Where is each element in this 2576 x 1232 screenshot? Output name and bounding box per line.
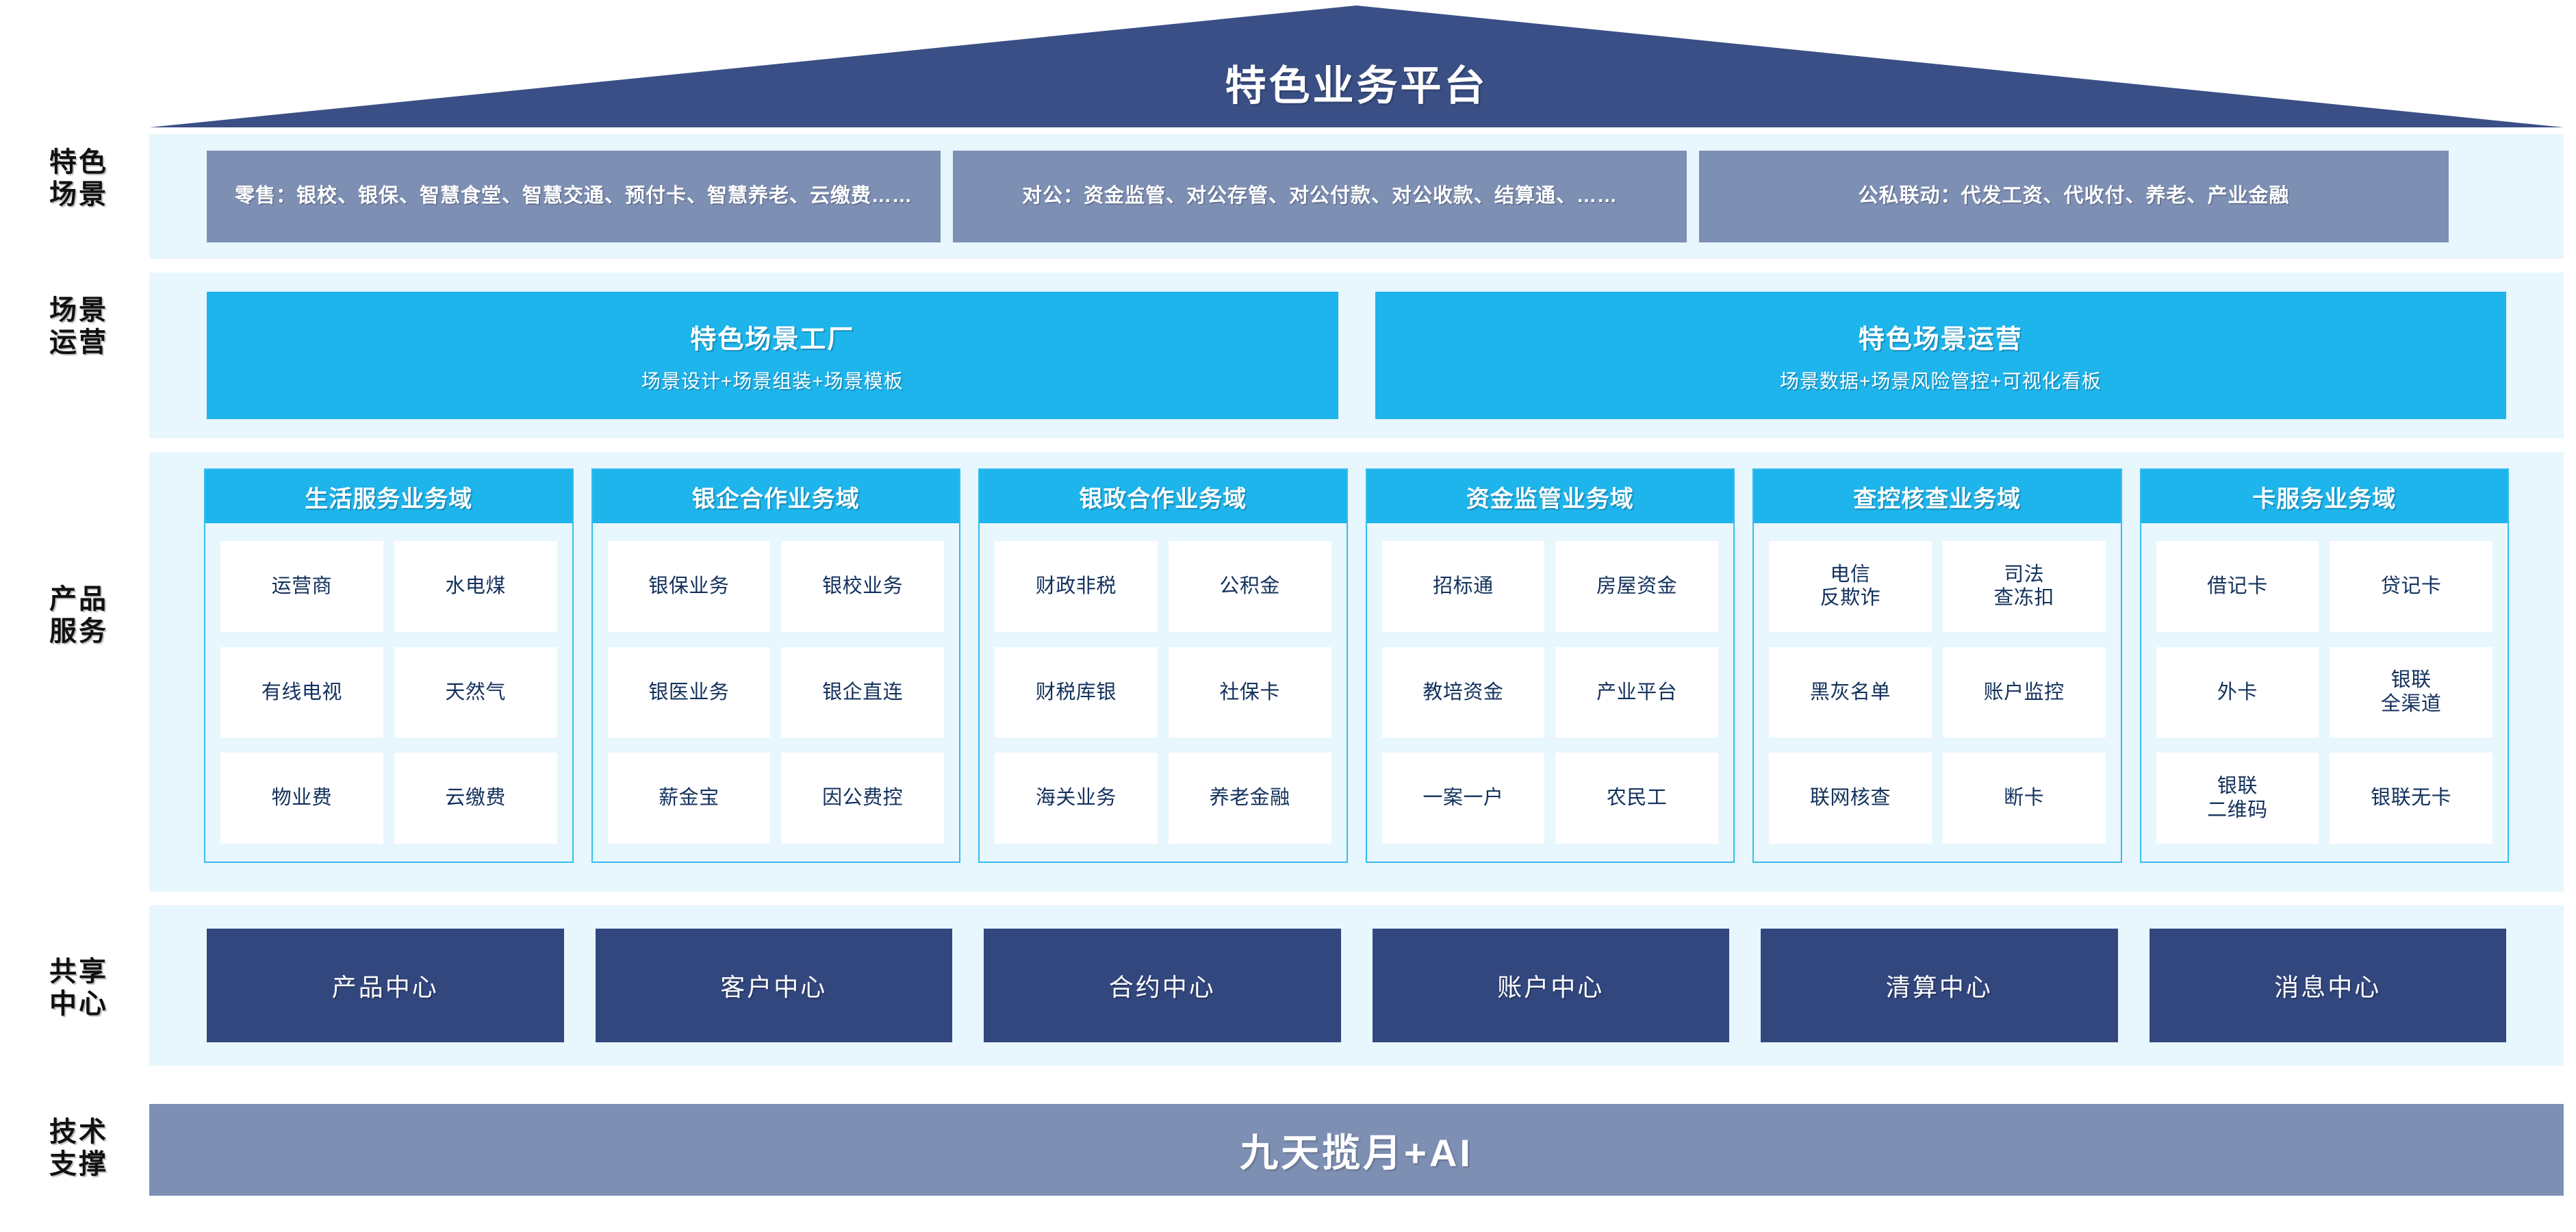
- platform-roof-banner: 特色业务平台: [149, 5, 2564, 127]
- domain-item[interactable]: 借记卡: [2156, 541, 2319, 632]
- shared-center-customer[interactable]: 客户中心: [595, 929, 952, 1042]
- scene-pill-retail[interactable]: 零售：银校、银保、智慧食堂、智慧交通、预付卡、智慧养老、云缴费……: [207, 151, 941, 242]
- operation-box-subtitle: 场景数据+场景风险管控+可视化看板: [1779, 370, 2102, 392]
- domain-item[interactable]: 银保业务: [607, 541, 771, 632]
- domain-card-bank-enterprise[interactable]: 银企合作业务域 银保业务 银校业务 银医业务 银企直连 薪金宝 因公费控: [591, 468, 960, 863]
- domain-item[interactable]: 联网核查: [1769, 753, 1932, 844]
- operation-box-scene-factory[interactable]: 特色场景工厂 场景设计+场景组装+场景模板: [207, 292, 1338, 419]
- domain-item[interactable]: 银企直连: [781, 646, 944, 738]
- domain-item-grid: 借记卡 贷记卡 外卡 银联 全渠道 银联 二维码 银联无卡: [2141, 523, 2508, 862]
- domain-card-bank-government[interactable]: 银政合作业务域 财政非税 公积金 财税库银 社保卡 海关业务 养老金融: [978, 468, 1348, 863]
- domain-item-grid: 银保业务 银校业务 银医业务 银企直连 薪金宝 因公费控: [593, 523, 960, 862]
- domain-item[interactable]: 银联无卡: [2330, 753, 2492, 844]
- domain-card-title: 银政合作业务域: [980, 470, 1347, 523]
- domain-item[interactable]: 财税库银: [995, 646, 1158, 738]
- scene-pill-corporate[interactable]: 对公：资金监管、对公存管、对公付款、对公收款、结算通、……: [953, 151, 1687, 242]
- domain-item[interactable]: 公积金: [1168, 541, 1331, 632]
- scene-pill-row: 零售：银校、银保、智慧食堂、智慧交通、预付卡、智慧养老、云缴费…… 对公：资金监…: [149, 134, 2564, 259]
- domain-item[interactable]: 银联 二维码: [2156, 753, 2319, 844]
- domain-item[interactable]: 银联 全渠道: [2330, 646, 2492, 738]
- domain-item[interactable]: 贷记卡: [2330, 541, 2492, 632]
- domain-item[interactable]: 教培资金: [1381, 646, 1545, 738]
- domain-card-title: 生活服务业务域: [205, 470, 572, 523]
- shared-center-row: 产品中心 客户中心 合约中心 账户中心 清算中心 消息中心: [149, 905, 2564, 1066]
- page-title: 特色业务平台: [1225, 63, 1488, 109]
- domain-item[interactable]: 水电煤: [394, 541, 557, 632]
- domain-item[interactable]: 一案一户: [1381, 753, 1545, 844]
- domain-item[interactable]: 外卡: [2156, 646, 2319, 738]
- domain-item[interactable]: 银医业务: [607, 646, 771, 738]
- domain-item[interactable]: 招标通: [1381, 541, 1545, 632]
- operation-box-scene-operation[interactable]: 特色场景运营 场景数据+场景风险管控+可视化看板: [1375, 292, 2506, 419]
- domain-card-title: 查控核查业务域: [1754, 470, 2121, 523]
- row-label-share: 共享 中心: [49, 957, 108, 1020]
- domain-card-investigation-control[interactable]: 查控核查业务域 电信 反欺诈 司法 查冻扣 黑灰名单 账户监控 联网核查 断卡: [1752, 468, 2122, 863]
- domain-item[interactable]: 云缴费: [394, 753, 557, 844]
- shared-center-account[interactable]: 账户中心: [1372, 929, 1729, 1042]
- domain-item[interactable]: 电信 反欺诈: [1769, 541, 1932, 632]
- domain-item[interactable]: 财政非税: [995, 541, 1158, 632]
- domain-card-title: 银企合作业务域: [592, 470, 959, 523]
- domain-item[interactable]: 产业平台: [1555, 646, 1718, 738]
- domain-card-card-service[interactable]: 卡服务业务域 借记卡 贷记卡 外卡 银联 全渠道 银联 二维码 银联无卡: [2139, 468, 2509, 863]
- domain-item[interactable]: 黑灰名单: [1769, 646, 1932, 738]
- domain-item[interactable]: 司法 查冻扣: [1942, 541, 2106, 632]
- domain-card-life-service[interactable]: 生活服务业务域 运营商 水电煤 有线电视 天然气 物业费 云缴费: [204, 468, 574, 863]
- product-domain-row: 生活服务业务域 运营商 水电煤 有线电视 天然气 物业费 云缴费 银企合作业务域…: [149, 452, 2564, 892]
- domain-item[interactable]: 因公费控: [781, 753, 944, 844]
- operation-box-row: 特色场景工厂 场景设计+场景组装+场景模板 特色场景运营 场景数据+场景风险管控…: [149, 273, 2564, 438]
- domain-item-grid: 财政非税 公积金 财税库银 社保卡 海关业务 养老金融: [980, 523, 1347, 862]
- scene-pill-public-private[interactable]: 公私联动：代发工资、代收付、养老、产业金融: [1699, 151, 2449, 242]
- row-label-tech: 技术 支撑: [49, 1117, 108, 1180]
- operation-box-title: 特色场景工厂: [690, 325, 855, 354]
- domain-item-grid: 运营商 水电煤 有线电视 天然气 物业费 云缴费: [205, 523, 572, 862]
- domain-item[interactable]: 薪金宝: [607, 753, 771, 844]
- row-label-operation: 场景 运营: [49, 295, 108, 358]
- row-label-scene: 特色 场景: [49, 147, 108, 210]
- domain-item[interactable]: 银校业务: [781, 541, 944, 632]
- shared-center-product[interactable]: 产品中心: [207, 929, 564, 1042]
- domain-card-title: 资金监管业务域: [1366, 470, 1733, 523]
- domain-item[interactable]: 物业费: [220, 753, 383, 844]
- shared-center-message[interactable]: 消息中心: [2149, 929, 2506, 1042]
- domain-item[interactable]: 房屋资金: [1555, 541, 1718, 632]
- domain-item[interactable]: 断卡: [1942, 753, 2106, 844]
- shared-center-settlement[interactable]: 清算中心: [1761, 929, 2118, 1042]
- domain-item[interactable]: 有线电视: [220, 646, 383, 738]
- operation-box-title: 特色场景运营: [1858, 325, 2023, 354]
- row-label-product: 产品 服务: [49, 584, 108, 647]
- shared-center-contract[interactable]: 合约中心: [984, 929, 1341, 1042]
- domain-card-fund-supervision[interactable]: 资金监管业务域 招标通 房屋资金 教培资金 产业平台 一案一户 农民工: [1365, 468, 1735, 863]
- domain-item[interactable]: 天然气: [394, 646, 557, 738]
- domain-item[interactable]: 海关业务: [995, 753, 1158, 844]
- domain-item[interactable]: 社保卡: [1168, 646, 1331, 738]
- tech-support-bar[interactable]: 九天揽月+AI: [149, 1104, 2564, 1196]
- domain-item[interactable]: 账户监控: [1942, 646, 2106, 738]
- domain-item[interactable]: 运营商: [220, 541, 383, 632]
- operation-box-subtitle: 场景设计+场景组装+场景模板: [641, 370, 904, 392]
- domain-item[interactable]: 养老金融: [1168, 753, 1331, 844]
- domain-item-grid: 招标通 房屋资金 教培资金 产业平台 一案一户 农民工: [1367, 523, 1734, 862]
- domain-card-title: 卡服务业务域: [2141, 470, 2508, 523]
- domain-item-grid: 电信 反欺诈 司法 查冻扣 黑灰名单 账户监控 联网核查 断卡: [1754, 523, 2121, 862]
- domain-item[interactable]: 农民工: [1555, 753, 1718, 844]
